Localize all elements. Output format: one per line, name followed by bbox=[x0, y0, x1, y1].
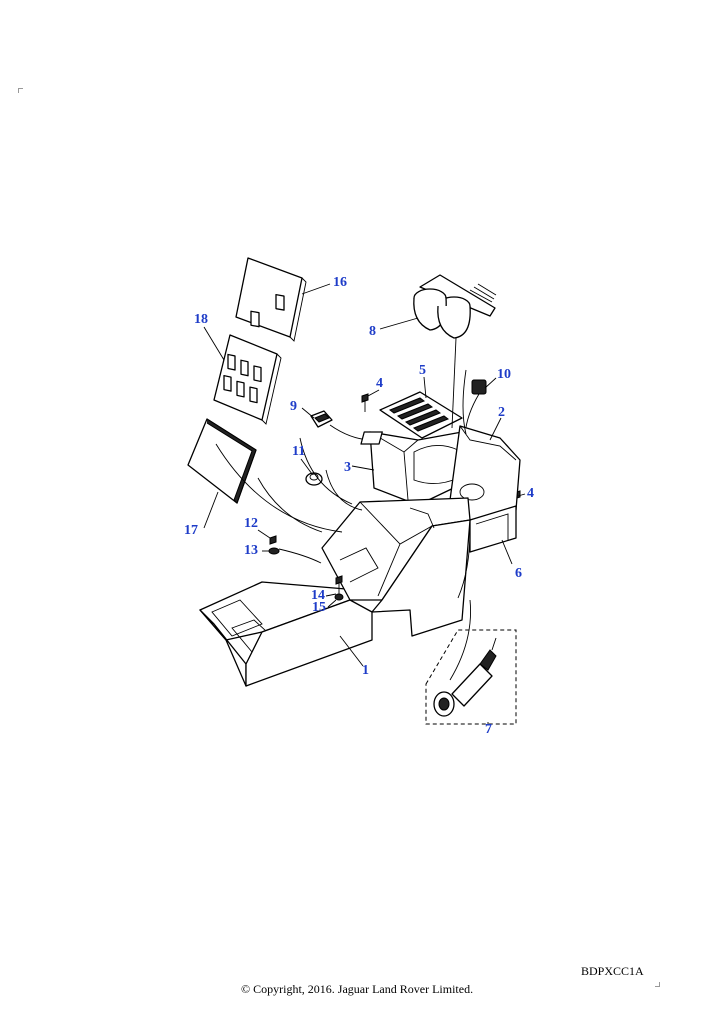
callout-4-rear: 4 bbox=[527, 486, 534, 501]
part-12-13-screw-washer bbox=[268, 535, 322, 564]
part-16-switch-panel bbox=[235, 257, 307, 342]
callout-15: 15 bbox=[312, 600, 326, 615]
callout-5: 5 bbox=[419, 363, 426, 378]
callout-17: 17 bbox=[184, 523, 198, 538]
callout-6: 6 bbox=[515, 566, 522, 581]
callout-1: 1 bbox=[362, 663, 369, 678]
callout-13: 13 bbox=[244, 543, 258, 558]
part-5-vent-grille bbox=[379, 391, 463, 439]
part-2-rear-housing bbox=[360, 425, 521, 521]
callout-10: 10 bbox=[497, 367, 511, 382]
part-18-switch-panel bbox=[213, 334, 282, 425]
part-8-cup-holder bbox=[413, 274, 497, 339]
figure-code: BDPXCC1A bbox=[581, 964, 644, 978]
part-7-power-socket bbox=[425, 629, 517, 725]
leader-lines bbox=[203, 283, 526, 724]
crop-mark bbox=[655, 982, 660, 987]
callout-3: 3 bbox=[344, 460, 351, 475]
part-9-switch bbox=[310, 410, 371, 441]
callout-16: 16 bbox=[333, 275, 347, 290]
callout-12: 12 bbox=[244, 516, 258, 531]
callout-18: 18 bbox=[194, 312, 208, 327]
callout-4: 4 bbox=[376, 376, 383, 391]
callout-2: 2 bbox=[498, 405, 505, 420]
wiring-harness bbox=[215, 337, 471, 681]
part-11-grommet bbox=[305, 472, 323, 486]
part-3-upper-housing bbox=[369, 431, 463, 506]
callout-9: 9 bbox=[290, 399, 297, 414]
callout-11: 11 bbox=[292, 444, 306, 459]
callout-8: 8 bbox=[369, 324, 376, 339]
part-10-connector bbox=[464, 379, 487, 435]
part-1-console-base bbox=[199, 497, 471, 687]
copyright-notice: © Copyright, 2016. Jaguar Land Rover Lim… bbox=[241, 982, 474, 996]
part-17-blank-panel bbox=[187, 418, 257, 504]
part-14-15-screw-washer bbox=[334, 575, 344, 601]
callout-14: 14 bbox=[311, 588, 325, 603]
crop-mark bbox=[18, 88, 23, 93]
callout-7: 7 bbox=[485, 722, 492, 737]
